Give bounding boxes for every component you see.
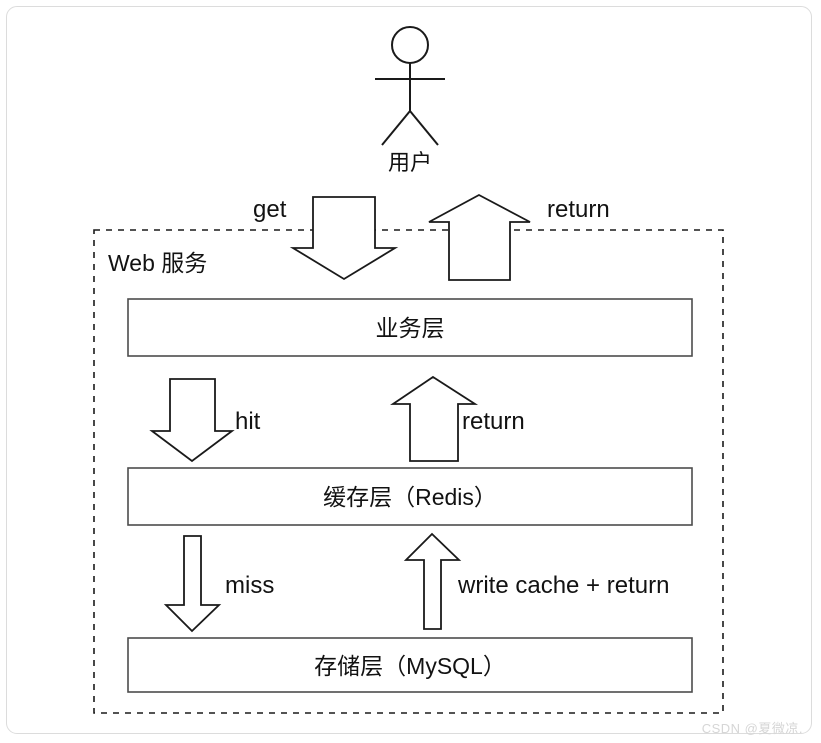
group-web-service-border [93, 229, 724, 714]
stick-figure-actor-icon [375, 26, 445, 146]
node-storage-layer-label: 存储层（MySQL） [314, 653, 506, 679]
image-frame [6, 6, 812, 734]
edge-return-top-label: return [547, 196, 610, 223]
node-storage-layer[interactable]: 存储层（MySQL） [127, 637, 693, 693]
edge-miss-label: miss [225, 572, 274, 599]
actor-label: 用户 [388, 150, 432, 175]
edge-return-top-arrow [428, 193, 531, 281]
edge-return-mid-label: return [462, 408, 525, 435]
node-business-layer[interactable]: 业务层 [127, 298, 693, 357]
node-cache-layer-label: 缓存层（Redis） [323, 484, 497, 510]
group-web-service-label: Web 服务 [108, 250, 207, 276]
edge-get-label: get [253, 196, 287, 223]
edge-get-arrow [289, 196, 399, 281]
node-cache-layer[interactable]: 缓存层（Redis） [127, 467, 693, 526]
edge-return-mid-arrow [390, 375, 479, 462]
node-business-layer-label: 业务层 [376, 315, 445, 341]
edge-write-cache-arrow [403, 532, 462, 630]
edge-hit-label: hit [235, 408, 261, 435]
edge-write-cache-label: write cache + return [457, 572, 669, 599]
edge-hit-arrow [149, 378, 235, 463]
edge-miss-arrow [163, 535, 222, 633]
csdn-watermark: CSDN @夏微凉. [701, 721, 803, 736]
